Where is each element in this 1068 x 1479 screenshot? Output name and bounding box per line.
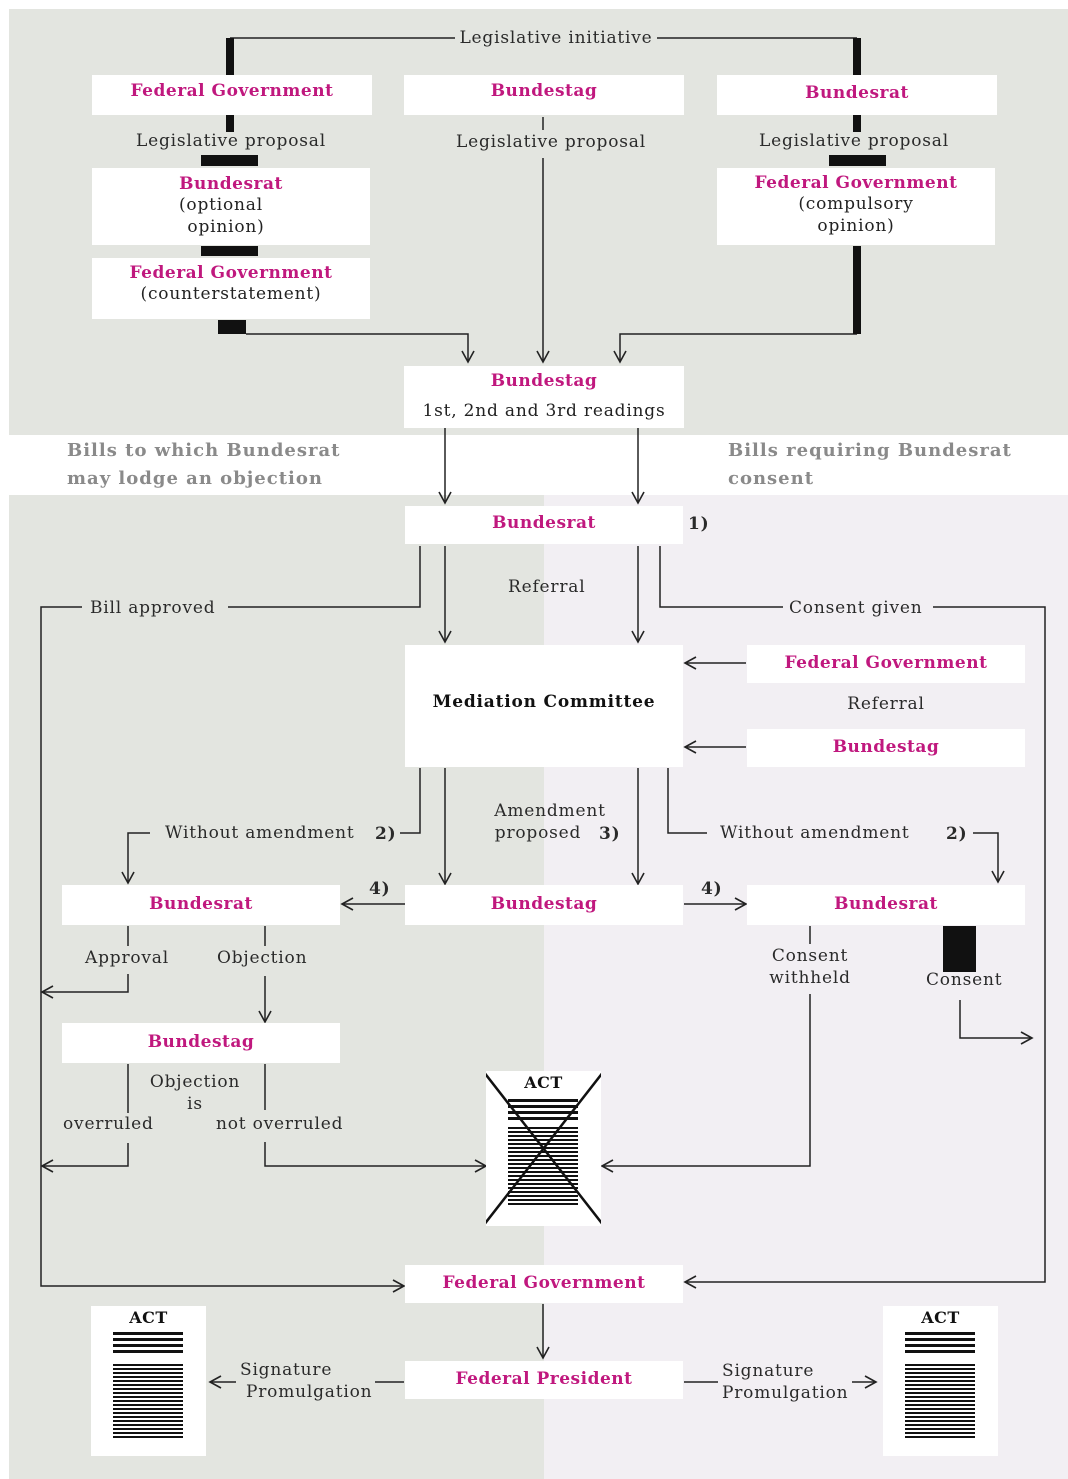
bills-objection-line1: Bills to which Bundesrat <box>67 440 341 461</box>
bundestag-center-box: Bundestag <box>405 885 683 925</box>
objection-is-label: Objection is <box>140 1071 250 1115</box>
bundestag-center-title: Bundestag <box>490 894 598 914</box>
act-document-left: ACT <box>91 1306 206 1456</box>
federal-government-final-box: Federal Government <box>405 1265 683 1303</box>
referral-label: Referral <box>508 577 586 597</box>
legislative-proposal-left: Legislative proposal <box>136 131 326 151</box>
footnote-1: 1) <box>688 514 710 534</box>
fg-opinion-title: Federal Government <box>754 173 958 193</box>
bundesrat-vote-title: Bundesrat <box>492 513 596 533</box>
promulgation-left: Promulgation <box>246 1382 373 1402</box>
federal-government-opinion-box: Federal Government (compulsory opinion) <box>717 168 995 245</box>
without-amendment-right: Without amendment <box>720 823 910 843</box>
consent-withheld-line2: withheld <box>769 968 851 988</box>
signature-promulgation-right: Signature Promulgation <box>722 1360 848 1404</box>
bundestag-readings-box: Bundestag 1st, 2nd and 3rd readings <box>404 366 684 428</box>
bundestag-box: Bundestag <box>404 75 684 115</box>
footnote-2-left: 2) <box>375 824 397 844</box>
amendment-line2: proposed <box>494 823 582 843</box>
consent-withheld-line1: Consent <box>771 946 849 966</box>
bundestag-title: Bundestag <box>490 81 598 101</box>
bundesrat-vote-box: Bundesrat <box>405 506 683 544</box>
consent-given-label: Consent given <box>789 598 923 618</box>
federal-government-title: Federal Government <box>130 81 334 101</box>
fg-opinion-line1: (compulsory <box>798 194 914 214</box>
amendment-line1: Amendment <box>494 801 606 821</box>
bundesrat-opinion-line2: opinion) <box>187 217 265 237</box>
bills-consent-line2: consent <box>728 468 815 489</box>
bundesrat-opinion-box: Bundesrat (optional opinion) <box>92 168 370 245</box>
footnote-2-right: 2) <box>946 824 968 844</box>
objection-label: Objection <box>217 948 308 968</box>
overruled-label: overruled <box>63 1114 154 1134</box>
act-right-title: ACT <box>921 1308 960 1327</box>
counterstatement-title: Federal Government <box>129 263 333 283</box>
failed-act-document: ACT <box>486 1071 601 1226</box>
act-left-lines-icon <box>113 1332 183 1438</box>
footnote-3: 3) <box>599 824 621 844</box>
not-overruled-label: not overruled <box>216 1114 344 1134</box>
legislative-proposal-right: Legislative proposal <box>759 131 949 151</box>
mediation-committee-title: Mediation Committee <box>432 692 656 712</box>
bills-consent-line1: Bills requiring Bundesrat <box>728 440 1012 461</box>
bundesrat-right-title: Bundesrat <box>834 894 938 914</box>
signature-promulgation-left: Signature Promulgation <box>240 1359 372 1403</box>
bill-approved-label: Bill approved <box>90 598 216 618</box>
act-left-title: ACT <box>129 1308 168 1327</box>
federal-president-title: Federal President <box>455 1369 633 1389</box>
bt-referral-title: Bundestag <box>832 737 940 757</box>
bundesrat-left-box: Bundesrat <box>62 885 340 925</box>
fg-opinion-line2: opinion) <box>817 216 895 236</box>
objection-is-line2: is <box>187 1094 203 1114</box>
bundesrat-right-box: Bundesrat <box>747 885 1025 925</box>
bills-consent-label: Bills requiring Bundesrat consent <box>728 437 1012 493</box>
readings-title: Bundestag <box>490 371 598 391</box>
footnote-4-left: 4) <box>369 879 391 899</box>
counterstatement-line: (counterstatement) <box>140 284 322 304</box>
bundestag-left-title: Bundestag <box>147 1032 255 1052</box>
amendment-proposed-label: Amendment proposed <box>480 800 620 844</box>
referral-right-label: Referral <box>847 694 925 714</box>
federal-government-box: Federal Government <box>92 75 372 115</box>
approval-label: Approval <box>85 948 169 968</box>
consent-label: Consent <box>926 970 1003 990</box>
failed-act-title: ACT <box>524 1073 563 1092</box>
bundesrat-opinion-title: Bundesrat <box>179 174 283 194</box>
objection-is-line1: Objection <box>149 1072 241 1092</box>
bundestag-left-box: Bundestag <box>62 1023 340 1063</box>
bundesrat-opinion-line1: (optional <box>179 195 263 215</box>
without-amendment-left: Without amendment <box>165 823 355 843</box>
bundesrat-title: Bundesrat <box>805 83 909 103</box>
readings-line: 1st, 2nd and 3rd readings <box>422 401 666 421</box>
fg-referral-title: Federal Government <box>784 653 988 673</box>
signature-left: Signature <box>240 1360 333 1380</box>
footnote-4-right: 4) <box>701 879 723 899</box>
act-right-lines-icon <box>905 1332 975 1438</box>
bundesrat-left-title: Bundesrat <box>149 894 253 914</box>
promulgation-right: Promulgation <box>722 1383 849 1403</box>
bundesrat-box: Bundesrat <box>717 75 997 115</box>
bt-referral-box: Bundestag <box>747 729 1025 767</box>
legislative-proposal-center: Legislative proposal <box>440 131 662 153</box>
federal-president-box: Federal President <box>405 1361 683 1399</box>
federal-government-final-title: Federal Government <box>442 1273 646 1293</box>
bills-objection-label: Bills to which Bundesrat may lodge an ob… <box>67 437 340 493</box>
act-document-right: ACT <box>883 1306 998 1456</box>
legislative-initiative-label: Legislative initiative <box>455 27 657 49</box>
federal-government-counterstatement-box: Federal Government (counterstatement) <box>92 258 370 319</box>
signature-right: Signature <box>722 1361 815 1381</box>
mediation-committee-box: Mediation Committee <box>405 645 683 767</box>
bills-objection-line2: may lodge an objection <box>67 468 323 489</box>
failed-act-cross-icon <box>486 1072 601 1225</box>
consent-withheld-label: Consent withheld <box>755 945 865 989</box>
fg-referral-box: Federal Government <box>747 645 1025 683</box>
